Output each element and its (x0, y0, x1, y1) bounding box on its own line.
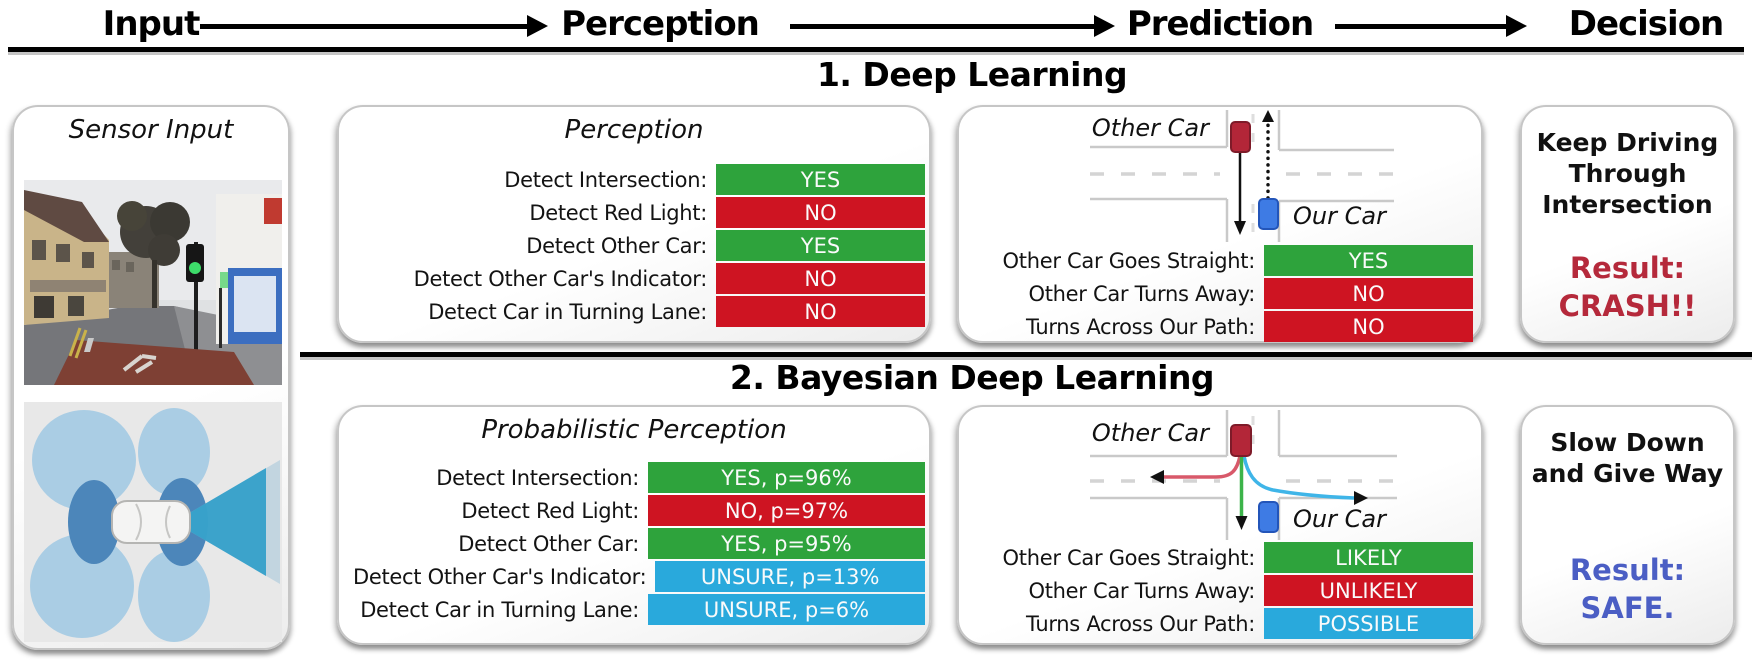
prediction-panel: Other Car Our Car Other Car Goes Straigh… (957, 105, 1483, 343)
detection-row: Detect Red Light: NO (353, 197, 925, 228)
detection-label: Detect Red Light: (461, 498, 639, 523)
prediction-row: Turns Across Our Path: POSSIBLE (975, 608, 1473, 639)
our-car-label: Our Car (1293, 202, 1386, 230)
perception-panel-title: Probabilistic Perception (481, 415, 787, 445)
decision-result: Result: SAFE. (1569, 553, 1686, 625)
intersection-diagram (1090, 110, 1394, 242)
detection-row: Detect Other Car's Indicator: UNSURE, p=… (353, 561, 925, 592)
prediction-label: Turns Across Our Path: (1025, 314, 1255, 339)
prediction-badge: POSSIBLE (1264, 608, 1473, 639)
prediction-label: Other Car Turns Away: (1028, 281, 1255, 306)
detection-badge: UNSURE, p=6% (648, 594, 925, 625)
turn-away-path-arrow (1164, 455, 1242, 479)
detection-badge: YES (716, 230, 925, 261)
decision-result: Result: CRASH!! (1558, 251, 1697, 323)
detection-label: Detect Intersection: (504, 167, 707, 192)
stage-label-perception: Perception (561, 4, 760, 44)
decision-action: Slow Down and Give Way (1531, 428, 1724, 488)
bayesian-prediction-panel: Other Car Our Car Other Car Goes Straigh… (957, 405, 1483, 645)
prediction-row: Turns Across Our Path: NO (975, 311, 1473, 342)
other-car-icon (1230, 121, 1251, 153)
detection-row: Detect Other Car: YES (353, 230, 925, 261)
detection-badge: UNSURE, p=13% (655, 561, 925, 592)
detection-label: Detect Other Car: (458, 531, 639, 556)
detection-badge: YES, p=96% (648, 462, 925, 493)
detection-badge: YES, p=95% (648, 528, 925, 559)
prediction-label: Turns Across Our Path: (1025, 611, 1255, 636)
detection-row: Detect Intersection: YES, p=96% (353, 462, 925, 493)
section-title-deep-learning: 1. Deep Learning (816, 55, 1128, 94)
detection-badge: NO (716, 296, 925, 327)
detection-row: Detect Other Car: YES, p=95% (353, 528, 925, 559)
sensor-input-panel: Sensor Input (12, 105, 290, 650)
ego-car-top-view (111, 500, 191, 544)
prediction-row: Other Car Turns Away: NO (975, 278, 1473, 309)
detection-label: Detect Car in Turning Lane: (428, 299, 707, 324)
our-car-icon (1258, 501, 1279, 533)
camera-image (24, 180, 282, 385)
stage-label-prediction: Prediction (1126, 4, 1314, 44)
sensor-panel-title: Sensor Input (68, 115, 234, 145)
perception-panel: Perception Detect Intersection: YES Dete… (337, 105, 931, 343)
other-car-icon (1230, 424, 1252, 457)
stage-label-decision: Decision (1568, 4, 1725, 44)
detection-badge: NO (716, 197, 925, 228)
probabilistic-perception-panel: Probabilistic Perception Detect Intersec… (337, 405, 931, 645)
prediction-label: Other Car Turns Away: (1028, 578, 1255, 603)
detection-row: Detect Car in Turning Lane: NO (353, 296, 925, 327)
prediction-badge: NO (1264, 311, 1473, 342)
section-divider (300, 352, 1752, 357)
our-car-label: Our Car (1293, 505, 1386, 533)
section-title-bayesian-deep-learning: 2. Bayesian Deep Learning (729, 358, 1215, 397)
intersection-diagram (1090, 410, 1397, 540)
header-divider (8, 47, 1744, 52)
perception-panel-title: Perception (564, 115, 704, 145)
decision-action: Keep Driving Through Intersection (1536, 128, 1719, 219)
prediction-badge: YES (1264, 245, 1473, 276)
detection-label: Detect Car in Turning Lane: (360, 597, 639, 622)
detection-badge: NO, p=97% (648, 495, 925, 526)
detection-badge: YES (716, 164, 925, 195)
detection-label: Detect Other Car's Indicator: (413, 266, 708, 291)
other-car-label: Other Car (1091, 419, 1209, 447)
decision-panel: Keep Driving Through Intersection Result… (1520, 105, 1735, 343)
prediction-label: Other Car Goes Straight: (1002, 248, 1256, 273)
detection-label: Detect Red Light: (529, 200, 707, 225)
prediction-badge: LIKELY (1264, 542, 1473, 573)
stage-label-input: Input (102, 4, 201, 44)
prediction-label: Other Car Goes Straight: (1002, 545, 1256, 570)
turn-across-path-arrow (1242, 455, 1355, 500)
prediction-row: Other Car Goes Straight: LIKELY (975, 542, 1473, 573)
prediction-row: Other Car Turns Away: UNLIKELY (975, 575, 1473, 606)
detection-label: Detect Intersection: (436, 465, 639, 490)
detection-row: Detect Intersection: YES (353, 164, 925, 195)
detection-label: Detect Other Car's Indicator: (353, 564, 647, 589)
prediction-badge: UNLIKELY (1264, 575, 1473, 606)
prediction-row: Other Car Goes Straight: YES (975, 245, 1473, 276)
detection-row: Detect Car in Turning Lane: UNSURE, p=6% (353, 594, 925, 625)
other-car-label: Other Car (1091, 114, 1209, 142)
lidar-image (24, 402, 282, 642)
detection-badge: NO (716, 263, 925, 294)
our-car-icon (1258, 198, 1279, 230)
detection-row: Detect Red Light: NO, p=97% (353, 495, 925, 526)
detection-row: Detect Other Car's Indicator: NO (353, 263, 925, 294)
decision-panel: Slow Down and Give Way Result: SAFE. (1520, 405, 1735, 645)
prediction-badge: NO (1264, 278, 1473, 309)
detection-label: Detect Other Car: (526, 233, 707, 258)
